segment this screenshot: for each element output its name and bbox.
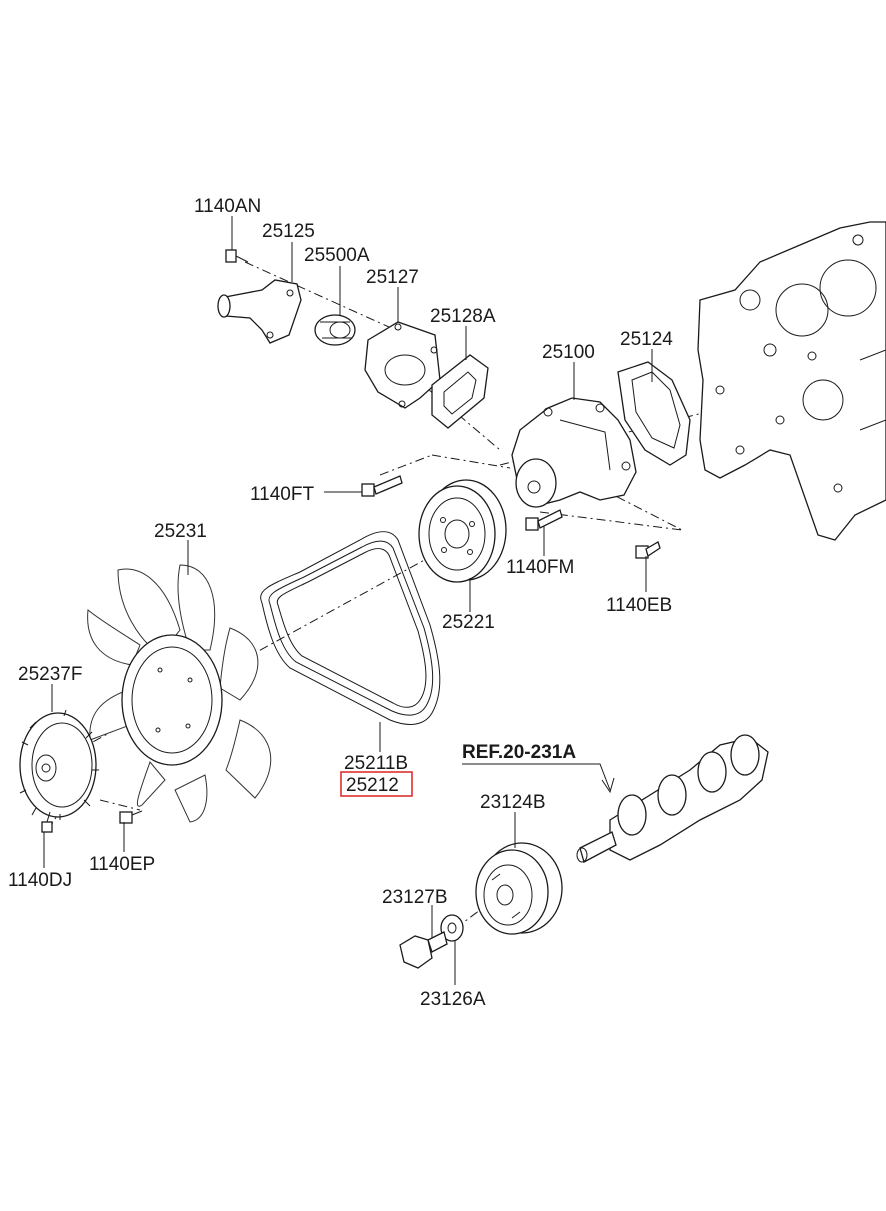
label-23126A: 23126A (420, 989, 486, 1010)
washer-23126A (440, 914, 464, 942)
label-25237F: 25237F (18, 664, 82, 685)
label-25124: 25124 (620, 329, 673, 350)
gasket-25128A (431, 354, 489, 429)
bolt-1140EB (635, 541, 661, 559)
thermostat (314, 314, 356, 346)
bolt-1140FT (361, 475, 403, 497)
crank-pulley (475, 842, 563, 935)
label-1140AN: 1140AN (194, 196, 261, 217)
label-25211B: 25211B (344, 753, 408, 774)
bolt-1140DJ (41, 811, 53, 833)
label-25221: 25221 (442, 612, 495, 633)
label-1140EP: 1140EP (89, 854, 155, 875)
thermostat-housing (364, 321, 441, 409)
label-25212[interactable]: 25212 (346, 775, 399, 796)
pump-pulley (418, 479, 507, 583)
label-25125: 25125 (262, 221, 315, 242)
label-23124B: 23124B (480, 792, 546, 813)
fan-clutch (19, 709, 99, 820)
bolt-23127B (399, 931, 448, 969)
engine-block-illustration (697, 221, 886, 541)
label-25127: 25127 (366, 267, 419, 288)
v-belt (260, 531, 441, 725)
label-1140DJ: 1140DJ (8, 870, 72, 891)
label-25500A: 25500A (304, 245, 370, 266)
label-1140FT: 1140FT (250, 484, 314, 505)
label-25128A: 25128A (430, 306, 496, 327)
water-outlet-fitting (217, 279, 302, 344)
bolt-1140EP (119, 810, 143, 824)
label-25100: 25100 (542, 342, 595, 363)
label-1140FM: 1140FM (506, 557, 574, 578)
cooling-fan (87, 564, 272, 823)
highlight-box-25212 (340, 771, 413, 797)
water-pump (511, 397, 637, 508)
crankshaft (576, 734, 769, 863)
label-25231: 25231 (154, 521, 207, 542)
pump-gasket-25124 (617, 361, 691, 466)
label-1140EB: 1140EB (606, 595, 672, 616)
part-labels: 1140AN 25125 25500A 25127 25128A 25100 2… (8, 196, 673, 1010)
label-23127B: 23127B (382, 887, 448, 908)
reference-label[interactable]: REF.20-231A (462, 742, 576, 763)
bolt-1140FM (525, 509, 563, 531)
bolt-1140AN (225, 249, 249, 263)
